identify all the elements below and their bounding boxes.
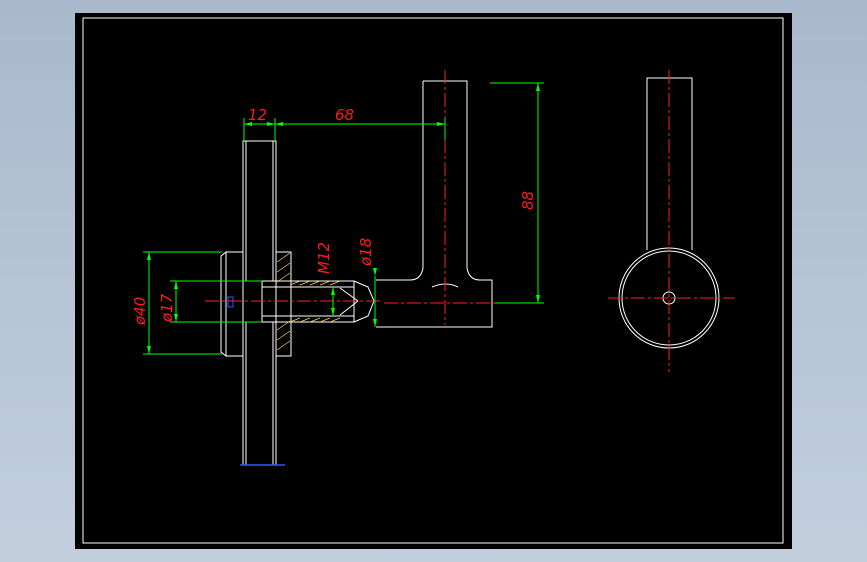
upper-bar — [242, 140, 277, 282]
dim-12: 12 — [248, 106, 267, 124]
t-handle-outline-right — [376, 80, 493, 328]
lower-bar — [242, 321, 277, 466]
dim-88: 88 — [519, 191, 537, 210]
dimension-arrows — [147, 83, 540, 354]
section-hatch — [276, 252, 341, 351]
flange — [225, 251, 244, 357]
front-view — [220, 140, 375, 466]
centerlines — [205, 70, 735, 372]
dim-thread-m12: M12 — [315, 242, 333, 274]
drawing-frame — [82, 17, 784, 544]
marker-symbol — [227, 296, 234, 308]
flange-edge — [220, 250, 227, 358]
dim-dia-40: ø40 — [131, 297, 149, 326]
t-handle-outline-left — [376, 81, 424, 281]
t-handle-view — [376, 80, 493, 328]
collar — [275, 251, 292, 357]
dim-68: 68 — [335, 106, 354, 124]
dim-dia-17: ø17 — [158, 293, 176, 323]
dim-dia-18: ø18 — [357, 238, 375, 267]
